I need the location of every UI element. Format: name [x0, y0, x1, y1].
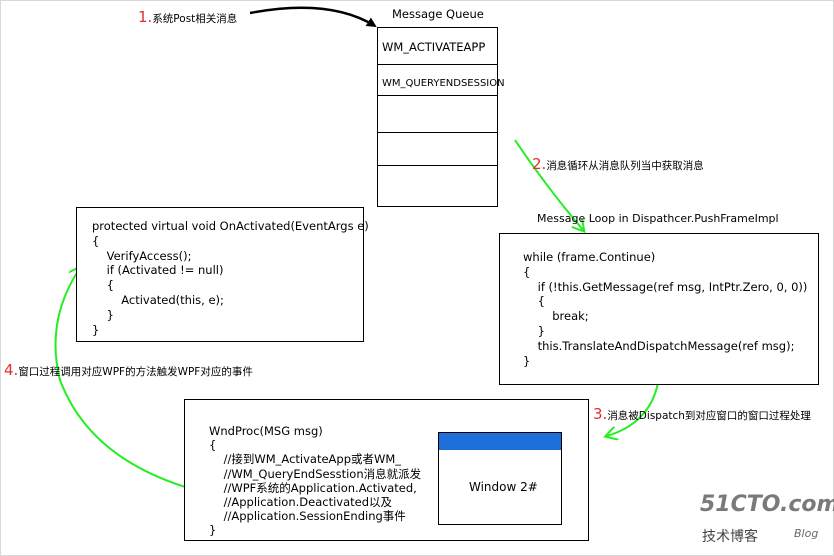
- window-titlebar: [439, 433, 561, 450]
- code-line: }: [92, 307, 114, 322]
- step-2-text: 消息循环从消息队列当中获取消息: [546, 160, 704, 172]
- code-line: //WPF系统的Application.Activated,: [209, 480, 417, 495]
- code-line: }: [92, 322, 100, 337]
- code-line: //接到WM_ActivateApp或者WM_: [209, 452, 402, 467]
- wndproc-box: WndProc(MSG msg){ //接到WM_ActivateApp或者WM…: [184, 399, 589, 541]
- code-line: //Application.SessionEnding事件: [209, 509, 406, 524]
- code-line: this.TranslateAndDispatchMessage(ref msg…: [523, 338, 795, 353]
- arrow-wndproc-to-onactivated: [54, 268, 196, 491]
- code-line: }: [523, 353, 531, 368]
- queue-divider: [378, 64, 497, 65]
- loop-title: Message Loop in Dispathcer.PushFrameImpl: [537, 212, 779, 225]
- step-1-label: 1.系统Post相关消息: [138, 8, 237, 26]
- queue-item-2: WM_QUERYENDSESSION: [382, 78, 505, 89]
- code-line: VerifyAccess();: [92, 248, 192, 263]
- queue-divider: [378, 165, 497, 166]
- queue-divider: [378, 95, 497, 96]
- watermark-blog: Blog: [794, 527, 819, 540]
- arrow-queue-to-loop: [514, 139, 583, 230]
- queue-item-1: WM_ACTIVATEAPP: [382, 40, 486, 54]
- code-line: WndProc(MSG msg): [209, 424, 323, 438]
- code-line: break;: [523, 309, 589, 324]
- watermark-sub: 技术博客: [702, 529, 758, 545]
- step-1-text: 系统Post相关消息: [152, 13, 238, 25]
- message-queue: WM_ACTIVATEAPP WM_QUERYENDSESSION: [377, 27, 505, 207]
- message-loop-box: while (frame.Continue){ if (!this.GetMes…: [499, 233, 819, 385]
- step-3-number: 3.: [593, 405, 608, 423]
- code-line: {: [209, 438, 217, 453]
- onactivated-code: protected virtual void OnActivated(Event…: [92, 219, 369, 337]
- code-line: if (Activated != null): [92, 263, 224, 278]
- window-2: Window 2#: [438, 432, 562, 525]
- code-line: Activated(this, e);: [92, 292, 224, 307]
- code-line: {: [523, 264, 531, 279]
- watermark-logo: 51CTO.com: [700, 492, 834, 517]
- code-line: {: [92, 233, 100, 248]
- step-3-label: 3.消息被Dispatch到对应窗口的窗口过程处理: [593, 405, 811, 423]
- code-line: //Application.Deactivated以及: [209, 495, 393, 510]
- step-4-text: 窗口过程调用对应WPF的方法触发WPF对应的事件: [18, 366, 253, 378]
- code-line: }: [523, 323, 545, 338]
- step-4-label: 4.窗口过程调用对应WPF的方法触发WPF对应的事件: [4, 361, 253, 379]
- code-line: //WM_QueryEndSesstion消息就派发: [209, 466, 422, 481]
- onactivated-box: protected virtual void OnActivated(Event…: [76, 207, 369, 342]
- wndproc-code: WndProc(MSG msg){ //接到WM_ActivateApp或者WM…: [209, 424, 421, 538]
- step-3-text: 消息被Dispatch到对应窗口的窗口过程处理: [607, 410, 811, 422]
- step-2-number: 2.: [532, 155, 547, 173]
- code-line: if (!this.GetMessage(ref msg, IntPtr.Zer…: [523, 279, 808, 294]
- queue-title: Message Queue: [392, 7, 484, 21]
- code-line: {: [523, 294, 545, 309]
- step-4-number: 4.: [4, 361, 19, 379]
- code-line: while (frame.Continue): [523, 250, 656, 264]
- loop-code: while (frame.Continue){ if (!this.GetMes…: [523, 250, 807, 368]
- code-line: {: [92, 278, 114, 293]
- code-line: }: [209, 523, 217, 538]
- arrow-post-to-queue: [249, 6, 377, 28]
- step-2-label: 2.消息循环从消息队列当中获取消息: [532, 155, 704, 173]
- step-1-number: 1.: [138, 8, 153, 26]
- queue-divider: [378, 132, 497, 133]
- window-label: Window 2#: [469, 480, 538, 494]
- code-line: protected virtual void OnActivated(Event…: [92, 219, 369, 233]
